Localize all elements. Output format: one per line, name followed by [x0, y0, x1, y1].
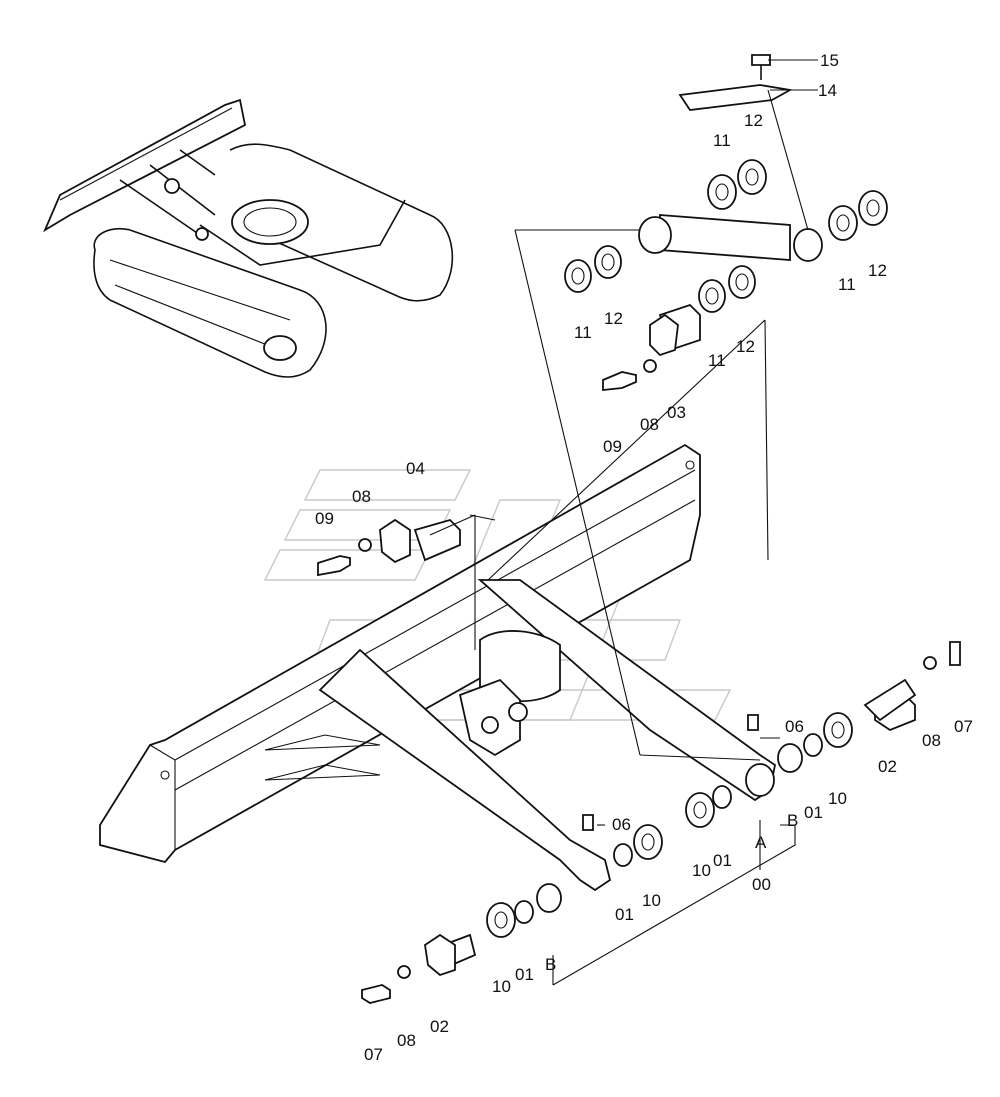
callout-12: 12 — [736, 337, 755, 356]
callout-15: 15 — [820, 51, 839, 70]
callout-01: 01 — [713, 851, 732, 870]
callout-A: A — [755, 833, 767, 852]
callout-08: 08 — [922, 731, 941, 750]
washer — [486, 159, 888, 938]
callout-03: 03 — [667, 403, 686, 422]
callout-08: 08 — [397, 1031, 416, 1050]
leader-lines — [429, 59, 818, 986]
callout-10: 10 — [492, 977, 511, 996]
callout-B: B — [787, 811, 798, 830]
callout-10: 10 — [692, 861, 711, 880]
pin — [379, 303, 917, 977]
callout-12: 12 — [604, 309, 623, 328]
callout-12: 12 — [744, 111, 763, 130]
bolt — [317, 359, 961, 1004]
callout-02: 02 — [878, 757, 897, 776]
callout-01: 01 — [804, 803, 823, 822]
callout-labels: 15 14 11 12 11 12 11 12 11 12 03 08 09 0… — [315, 51, 973, 1064]
callout-11: 11 — [574, 323, 592, 342]
callout-12: 12 — [868, 261, 887, 280]
callout-14: 14 — [818, 81, 837, 100]
callout-08: 08 — [352, 487, 371, 506]
excavator-overview-icon — [43, 98, 454, 378]
bushing — [536, 743, 803, 913]
callout-06: 06 — [612, 815, 631, 834]
callout-04: 04 — [406, 459, 425, 478]
callout-07: 07 — [954, 717, 973, 736]
callout-02: 02 — [430, 1017, 449, 1036]
hydraulic-cylinder — [638, 54, 823, 262]
blade-assembly — [99, 443, 777, 892]
callout-08: 08 — [640, 415, 659, 434]
callout-11: 11 — [708, 351, 726, 370]
callout-01: 01 — [515, 965, 534, 984]
callout-B: B — [545, 955, 556, 974]
callout-01: 01 — [615, 905, 634, 924]
callout-10: 10 — [828, 789, 847, 808]
callout-09: 09 — [603, 437, 622, 456]
callout-10: 10 — [642, 891, 661, 910]
callout-07: 07 — [364, 1045, 383, 1064]
callout-09: 09 — [315, 509, 334, 528]
callout-06: 06 — [785, 717, 804, 736]
grease-fitting — [582, 714, 759, 831]
callout-11: 11 — [838, 275, 856, 294]
callout-00: 00 — [752, 875, 771, 894]
callout-11: 11 — [713, 131, 731, 150]
